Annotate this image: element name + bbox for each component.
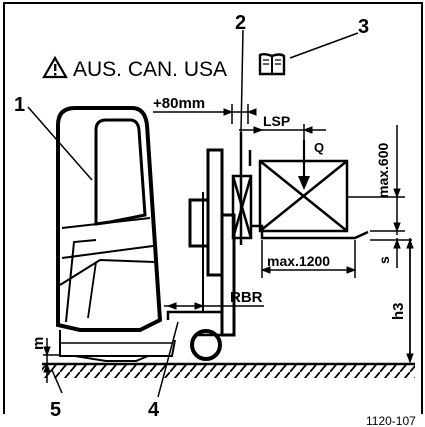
label-m: m [30, 337, 47, 350]
label-h3: h3 [390, 302, 407, 320]
callout-5: 5 [50, 399, 61, 421]
callout-2: 2 [235, 12, 246, 34]
warning-text: AUS. CAN. USA [73, 58, 227, 81]
dimension-lsp [239, 124, 326, 160]
truck-mast [166, 148, 236, 361]
label-q: Q [314, 140, 324, 155]
label-max1200: max.1200 [267, 253, 330, 269]
callout-4: 4 [148, 399, 160, 421]
label-plus80: +80mm [153, 95, 205, 112]
warning-triangle-icon [42, 55, 68, 79]
dimension-rbr [164, 302, 264, 310]
callout-3: 3 [358, 16, 369, 38]
label-lsp: LSP [263, 113, 290, 129]
dimension-plus80 [153, 104, 257, 124]
label-s: s [376, 256, 392, 264]
dimension-h3 [406, 238, 414, 364]
dimension-s [370, 238, 412, 358]
callout-1: 1 [14, 94, 25, 116]
label-max600: max.600 [375, 143, 391, 198]
fork-carriage [231, 132, 369, 245]
callout-leaders [27, 29, 359, 398]
dimension-max1200 [260, 240, 357, 278]
truck-cab [56, 106, 176, 362]
dimension-max600 [348, 125, 405, 235]
ground-hatching [42, 362, 415, 378]
figure-code: 1120-107 [366, 414, 416, 427]
label-rbr: RBR [230, 289, 263, 306]
dimension-m [43, 338, 60, 383]
diagram-frame [3, 2, 423, 414]
manual-book-icon [258, 53, 286, 76]
